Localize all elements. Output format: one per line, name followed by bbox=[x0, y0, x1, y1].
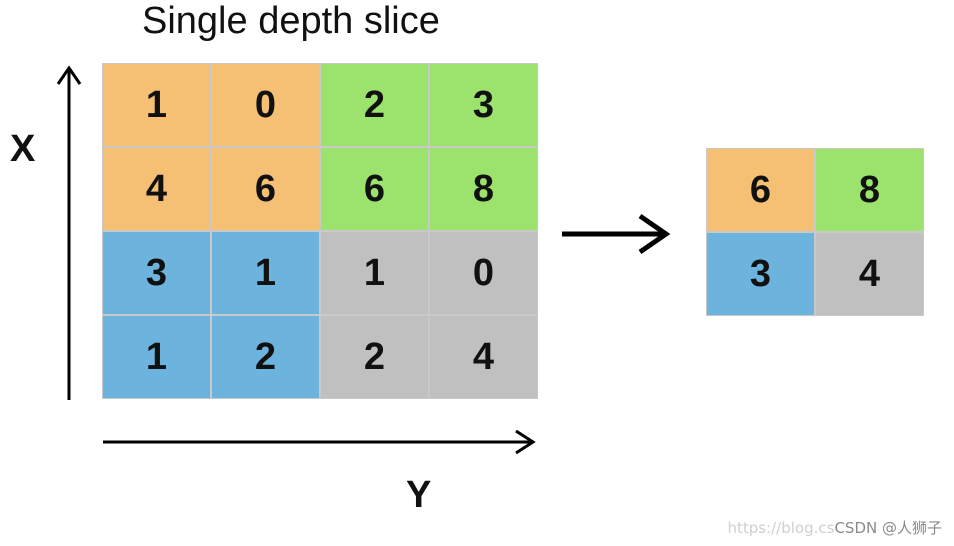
output-cell-r2-c2: 4 bbox=[816, 233, 923, 315]
input-cell-r3-c1: 3 bbox=[103, 232, 210, 314]
y-axis-arrowhead bbox=[515, 429, 536, 455]
input-cell-r2-c2: 6 bbox=[212, 148, 319, 230]
input-cell-r4-c1: 1 bbox=[103, 316, 210, 398]
input-cell-r3-c2: 1 bbox=[212, 232, 319, 314]
input-cell-r3-c3: 1 bbox=[321, 232, 428, 314]
input-cell-r4-c2: 2 bbox=[212, 316, 319, 398]
input-cell-r1-c2: 0 bbox=[212, 64, 319, 146]
watermark: https://blog.csCSDN @人狮子 bbox=[727, 517, 942, 538]
output-cell-r1-c2: 8 bbox=[816, 149, 923, 231]
x-axis-arrowhead bbox=[56, 65, 82, 85]
input-cell-r2-c4: 8 bbox=[430, 148, 537, 230]
output-cell-r1-c1: 6 bbox=[707, 149, 814, 231]
input-cell-r2-c3: 6 bbox=[321, 148, 428, 230]
input-cell-r1-c3: 2 bbox=[321, 64, 428, 146]
watermark-url: https://blog.cs bbox=[727, 519, 835, 537]
input-cell-r1-c4: 3 bbox=[430, 64, 537, 146]
output-cell-r2-c1: 3 bbox=[707, 233, 814, 315]
input-cell-r2-c1: 4 bbox=[103, 148, 210, 230]
pooling-arrowhead bbox=[638, 213, 671, 255]
watermark-author: CSDN @人狮子 bbox=[834, 519, 942, 537]
input-cell-r4-c3: 2 bbox=[321, 316, 428, 398]
diagram-title: Single depth slice bbox=[142, 0, 440, 42]
input-cell-r3-c4: 0 bbox=[430, 232, 537, 314]
y-axis-label: Y bbox=[406, 474, 432, 516]
input-cell-r1-c1: 1 bbox=[103, 64, 210, 146]
x-axis-label: X bbox=[10, 128, 36, 170]
input-cell-r4-c4: 4 bbox=[430, 316, 537, 398]
